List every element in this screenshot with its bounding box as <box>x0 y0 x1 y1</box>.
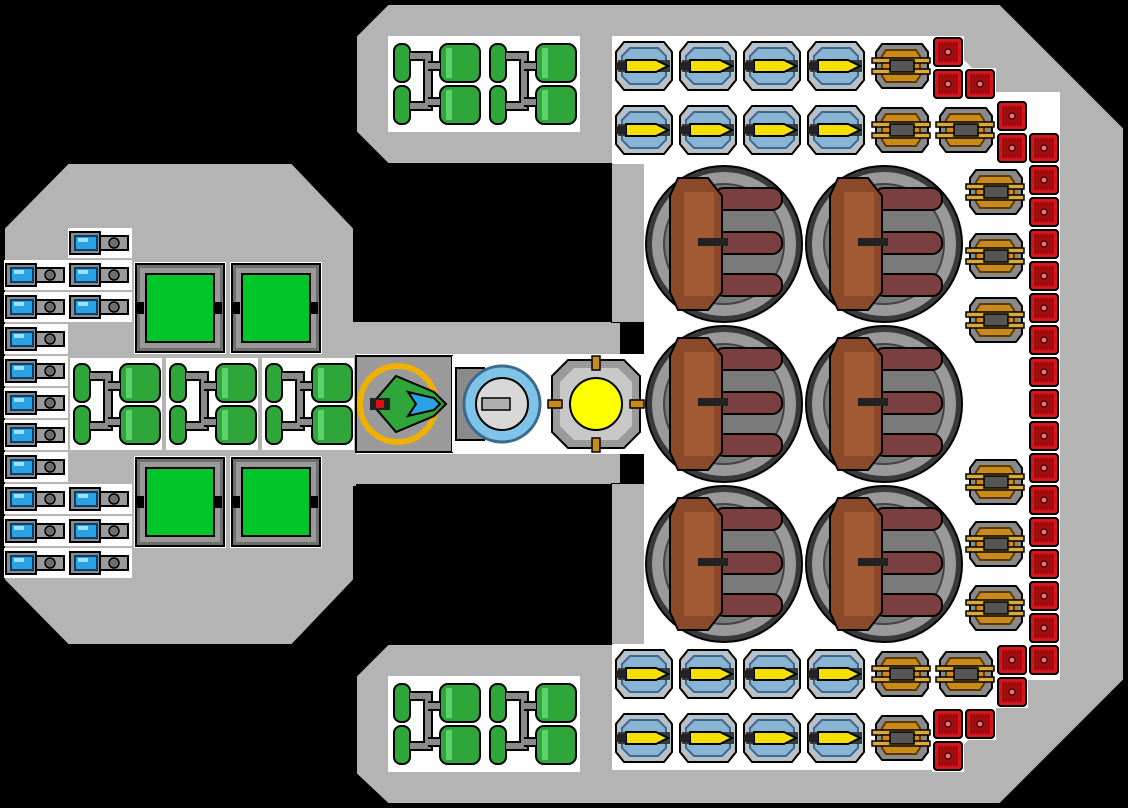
missile-launcher-icon[interactable] <box>675 101 741 159</box>
armor-plate-icon[interactable] <box>931 707 965 741</box>
shield-generator-icon[interactable] <box>450 354 550 454</box>
missile-launcher-icon[interactable] <box>739 37 805 95</box>
armor-plate-icon[interactable] <box>931 739 965 773</box>
armor-plate-icon[interactable] <box>1027 163 1061 197</box>
thruster-icon[interactable] <box>67 483 133 515</box>
missile-launcher-icon[interactable] <box>739 101 805 159</box>
armor-plate-icon[interactable] <box>1027 611 1061 645</box>
missile-launcher-icon[interactable] <box>803 101 869 159</box>
armor-plate-icon[interactable] <box>1027 419 1061 453</box>
armor-plate-icon[interactable] <box>931 35 965 69</box>
armor-plate-icon[interactable] <box>1027 387 1061 421</box>
heavy-cannon-icon[interactable] <box>805 165 963 323</box>
missile-launcher-icon[interactable] <box>611 101 677 159</box>
laser-turret-icon[interactable] <box>933 645 999 703</box>
armor-plate-icon[interactable] <box>995 131 1029 165</box>
thruster-icon[interactable] <box>3 547 69 579</box>
heavy-cannon-icon[interactable] <box>645 485 803 643</box>
armor-plate-icon[interactable] <box>931 67 965 101</box>
thruster-icon[interactable] <box>67 259 133 291</box>
battery-icon[interactable] <box>390 678 482 770</box>
armor-plate-icon[interactable] <box>1027 579 1061 613</box>
armor-plate-icon[interactable] <box>1027 227 1061 261</box>
battery-icon[interactable] <box>486 38 578 130</box>
armor-plate-icon[interactable] <box>995 675 1029 709</box>
power-generator-icon[interactable] <box>229 261 323 355</box>
cutout-upper <box>356 164 612 322</box>
missile-launcher-icon[interactable] <box>611 37 677 95</box>
laser-turret-icon[interactable] <box>963 579 1029 637</box>
missile-launcher-icon[interactable] <box>675 645 741 703</box>
laser-turret-icon[interactable] <box>869 37 935 95</box>
laser-turret-icon[interactable] <box>963 291 1029 349</box>
missile-launcher-icon[interactable] <box>739 709 805 767</box>
armor-plate-icon[interactable] <box>1027 547 1061 581</box>
missile-launcher-icon[interactable] <box>803 37 869 95</box>
laser-turret-icon[interactable] <box>963 515 1029 573</box>
battery-icon[interactable] <box>390 38 482 130</box>
armor-plate-icon[interactable] <box>1027 451 1061 485</box>
battery-icon[interactable] <box>166 358 258 450</box>
cutout-lower <box>356 484 612 644</box>
armor-plate-icon[interactable] <box>995 99 1029 133</box>
missile-launcher-icon[interactable] <box>611 645 677 703</box>
battery-icon[interactable] <box>262 358 354 450</box>
thruster-icon[interactable] <box>3 355 69 387</box>
missile-launcher-icon[interactable] <box>611 709 677 767</box>
battery-icon[interactable] <box>70 358 162 450</box>
thruster-icon[interactable] <box>3 451 69 483</box>
laser-turret-icon[interactable] <box>933 101 999 159</box>
laser-turret-icon[interactable] <box>869 645 935 703</box>
armor-plate-icon[interactable] <box>1027 323 1061 357</box>
armor-plate-icon[interactable] <box>963 707 997 741</box>
thruster-icon[interactable] <box>67 515 133 547</box>
heavy-cannon-icon[interactable] <box>805 485 963 643</box>
missile-launcher-icon[interactable] <box>803 709 869 767</box>
battery-icon[interactable] <box>486 678 578 770</box>
thruster-icon[interactable] <box>67 291 133 323</box>
armor-plate-icon[interactable] <box>995 643 1029 677</box>
heavy-cannon-icon[interactable] <box>805 325 963 483</box>
missile-launcher-icon[interactable] <box>675 37 741 95</box>
laser-turret-icon[interactable] <box>869 709 935 767</box>
thruster-icon[interactable] <box>67 227 133 259</box>
power-generator-icon[interactable] <box>133 455 227 549</box>
reactor-core-icon[interactable] <box>547 355 645 453</box>
thruster-icon[interactable] <box>3 291 69 323</box>
armor-plate-icon[interactable] <box>1027 483 1061 517</box>
power-generator-icon[interactable] <box>133 261 227 355</box>
armor-plate-icon[interactable] <box>1027 195 1061 229</box>
laser-turret-icon[interactable] <box>869 101 935 159</box>
laser-turret-icon[interactable] <box>963 453 1029 511</box>
armor-plate-icon[interactable] <box>1027 643 1061 677</box>
heavy-cannon-icon[interactable] <box>645 165 803 323</box>
heavy-cannon-icon[interactable] <box>645 325 803 483</box>
armor-plate-icon[interactable] <box>1027 515 1061 549</box>
missile-launcher-icon[interactable] <box>739 645 805 703</box>
missile-launcher-icon[interactable] <box>675 709 741 767</box>
thruster-icon[interactable] <box>67 547 133 579</box>
thruster-icon[interactable] <box>3 323 69 355</box>
thruster-icon[interactable] <box>3 515 69 547</box>
thruster-icon[interactable] <box>3 387 69 419</box>
missile-launcher-icon[interactable] <box>803 645 869 703</box>
laser-turret-icon[interactable] <box>963 163 1029 221</box>
armor-plate-icon[interactable] <box>1027 291 1061 325</box>
laser-turret-icon[interactable] <box>963 227 1029 285</box>
armor-plate-icon[interactable] <box>1027 131 1061 165</box>
armor-plate-icon[interactable] <box>963 67 997 101</box>
thruster-icon[interactable] <box>3 419 69 451</box>
power-generator-icon[interactable] <box>229 455 323 549</box>
thruster-icon[interactable] <box>3 483 69 515</box>
cockpit-icon[interactable] <box>356 356 452 452</box>
armor-plate-icon[interactable] <box>1027 355 1061 389</box>
armor-plate-icon[interactable] <box>1027 259 1061 293</box>
thruster-icon[interactable] <box>3 259 69 291</box>
